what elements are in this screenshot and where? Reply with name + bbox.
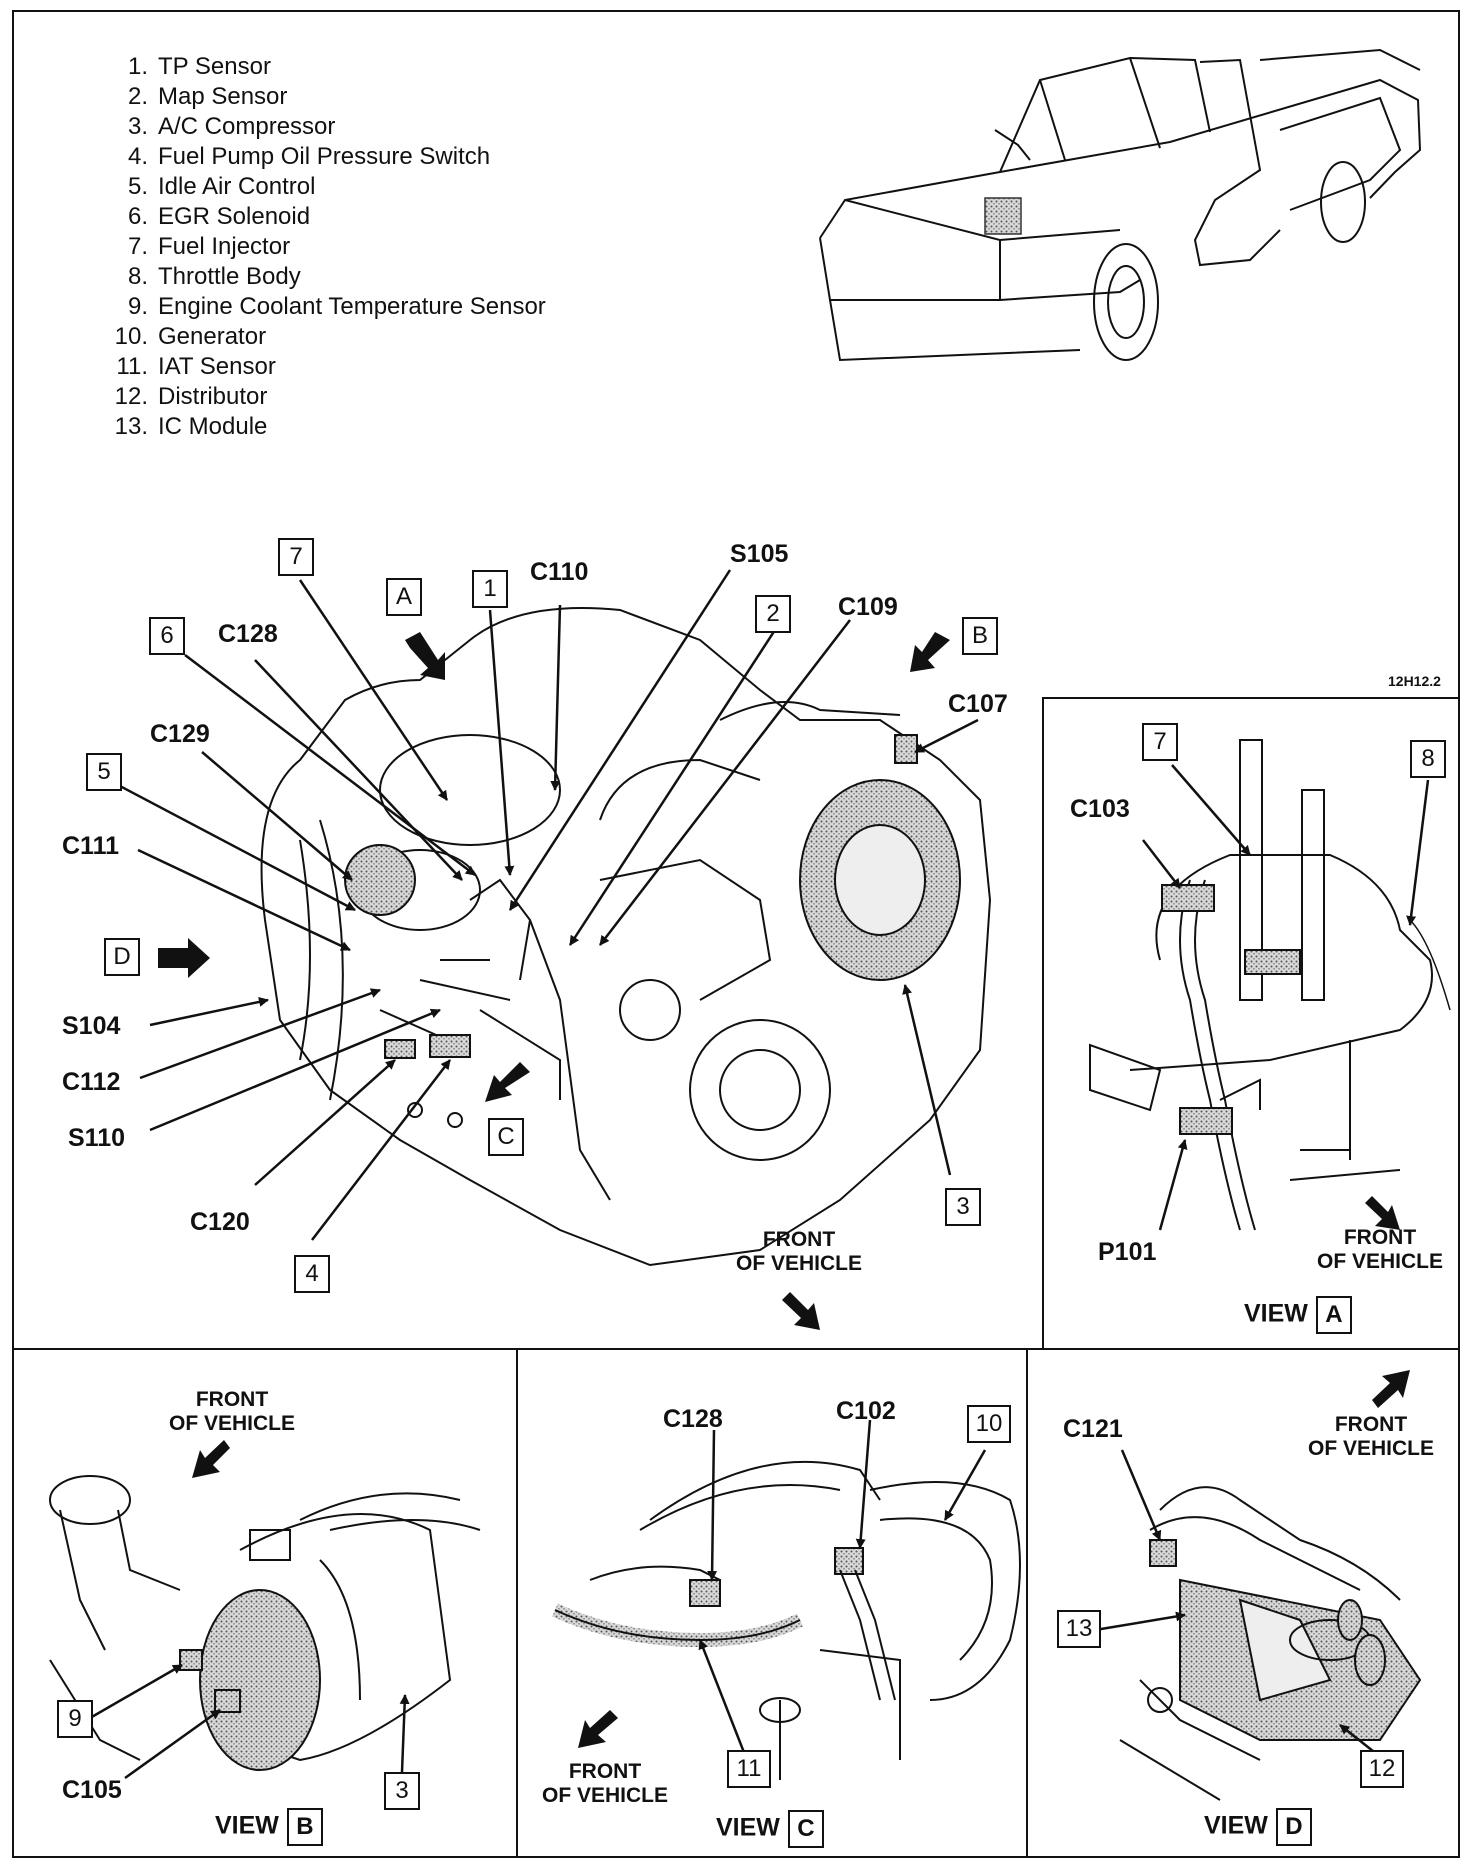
legend-item: 11.IAT Sensor bbox=[116, 353, 276, 380]
connector-label-c120: C120 bbox=[190, 1208, 250, 1236]
front-of-vehicle-label: FRONT OF VEHICLE bbox=[735, 1228, 862, 1275]
view-d-panel bbox=[1026, 1348, 1460, 1858]
front-arrow bbox=[782, 1292, 820, 1330]
view-c-leader-lines bbox=[698, 1419, 987, 1756]
connector-label-c107: C107 bbox=[948, 690, 1008, 718]
connector-label-s105: S105 bbox=[730, 540, 789, 568]
connector-label-c102: C102 bbox=[836, 1397, 896, 1425]
view-c-callout-11: 11 bbox=[727, 1750, 771, 1788]
legend-item: 12.Distributor bbox=[114, 383, 268, 410]
pickup-truck-illustration bbox=[819, 48, 1422, 362]
view-b-callout-3: 3 bbox=[384, 1772, 420, 1810]
engine-illustration bbox=[260, 607, 992, 1267]
view-d-front-label: FRONT OF VEHICLE bbox=[1307, 1413, 1434, 1460]
view-d-front-arrow bbox=[1372, 1370, 1410, 1408]
view-d-arrow bbox=[158, 938, 210, 978]
view-b-front-arrow bbox=[192, 1440, 230, 1478]
view-c-front-arrow bbox=[578, 1710, 618, 1748]
connector-label-c121: C121 bbox=[1063, 1415, 1123, 1443]
view-b-callout-9: 9 bbox=[57, 1700, 93, 1738]
legend-item: 8.Throttle Body bbox=[127, 263, 301, 290]
throttle-body-view bbox=[1089, 739, 1451, 1231]
callout-box-A: A bbox=[386, 578, 422, 616]
connector-label-s104: S104 bbox=[62, 1012, 121, 1040]
connector-label-c129: C129 bbox=[150, 720, 210, 748]
connector-label-c111: C111 bbox=[62, 832, 120, 860]
legend-item: 4.Fuel Pump Oil Pressure Switch bbox=[127, 143, 491, 170]
callout-box-C: C bbox=[488, 1118, 524, 1156]
connector-label-s110: S110 bbox=[68, 1124, 126, 1152]
view-a-front-label: FRONT OF VEHICLE bbox=[1316, 1226, 1443, 1273]
legend-item: 10.Generator bbox=[114, 323, 267, 350]
view-a-arrow bbox=[405, 632, 445, 680]
view-a-leader-lines bbox=[1142, 764, 1430, 1231]
legend-item: 3.A/C Compressor bbox=[127, 113, 336, 140]
callout-box-4: 4 bbox=[294, 1255, 330, 1293]
connector-label-p101: P101 bbox=[1098, 1238, 1157, 1266]
view-a-callout-7: 7 bbox=[1142, 723, 1178, 761]
ac-compressor-view bbox=[49, 1475, 481, 1771]
view-b-front-label: FRONT OF VEHICLE bbox=[168, 1388, 295, 1435]
connector-label-c128-view-c: C128 bbox=[663, 1405, 723, 1433]
component-legend: 1.TP Sensor 2.Map Sensor 3.A/C Compresso… bbox=[96, 52, 546, 442]
view-c-arrow bbox=[485, 1062, 530, 1102]
connector-label-c103: C103 bbox=[1070, 795, 1130, 823]
legend-item: 2.Map Sensor bbox=[127, 83, 288, 110]
view-c-front-label: FRONT OF VEHICLE bbox=[541, 1760, 668, 1807]
legend-item: 6.EGR Solenoid bbox=[127, 203, 311, 230]
legend-item: 5.Idle Air Control bbox=[127, 173, 316, 200]
connector-label-c112: C112 bbox=[62, 1068, 121, 1096]
distributor-view bbox=[1119, 1486, 1422, 1801]
view-a-callout-8: 8 bbox=[1410, 740, 1446, 778]
legend-item: 9.Engine Coolant Temperature Sensor bbox=[127, 293, 546, 320]
connector-label-c105: C105 bbox=[62, 1776, 122, 1804]
connector-label-c128: C128 bbox=[218, 620, 278, 648]
callout-box-1: 1 bbox=[472, 570, 508, 608]
callout-box-B: B bbox=[962, 617, 998, 655]
view-d-callout-12: 12 bbox=[1360, 1750, 1404, 1788]
connector-label-c110: C110 bbox=[530, 558, 589, 586]
legend-item: 13.IC Module bbox=[114, 413, 268, 440]
view-d-callout-13: 13 bbox=[1057, 1610, 1101, 1648]
component-location-marker bbox=[984, 197, 1022, 235]
direction-arrows bbox=[158, 632, 950, 1330]
view-b-leader-lines bbox=[89, 1663, 410, 1780]
callout-box-D: D bbox=[104, 938, 140, 976]
view-b-arrow bbox=[910, 632, 950, 672]
main-leader-lines bbox=[117, 569, 979, 1241]
legend-item: 1.TP Sensor bbox=[127, 53, 271, 80]
callout-box-3: 3 bbox=[945, 1188, 981, 1226]
callout-box-2: 2 bbox=[755, 595, 791, 633]
figure-code: 12H12.2 bbox=[1388, 673, 1441, 689]
callout-box-5: 5 bbox=[86, 753, 122, 791]
legend-item: 7.Fuel Injector bbox=[127, 233, 291, 260]
view-c-callout-10: 10 bbox=[967, 1405, 1011, 1443]
callout-box-7: 7 bbox=[278, 538, 314, 576]
connector-label-c109: C109 bbox=[838, 593, 898, 621]
view-a-front-arrow bbox=[1365, 1196, 1400, 1230]
callout-box-6: 6 bbox=[149, 617, 185, 655]
